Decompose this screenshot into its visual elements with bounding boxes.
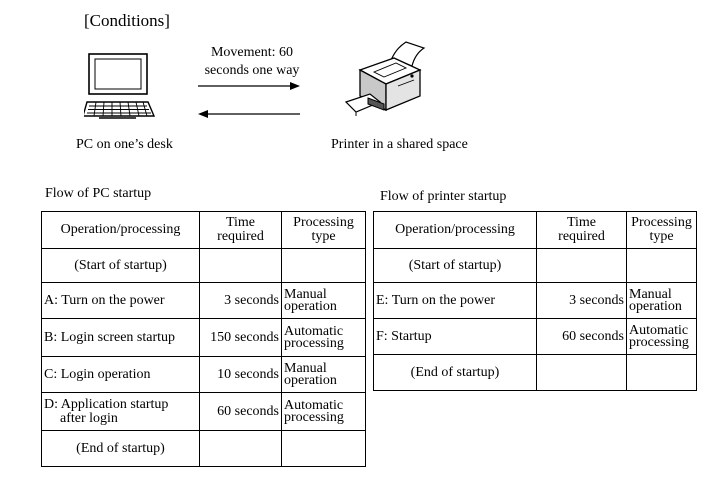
type-line-1: Manual bbox=[284, 286, 327, 302]
time-cell bbox=[199, 430, 282, 467]
time-cell: 3 seconds bbox=[199, 282, 282, 319]
header-operation: Operation/processing bbox=[373, 211, 537, 249]
type-cell: Manual operation bbox=[281, 282, 366, 319]
header-time-line-2: required bbox=[217, 229, 264, 244]
operation-cell: A: Turn on the power bbox=[41, 282, 200, 319]
pc-icon bbox=[84, 53, 156, 119]
type-line-1: Automatic bbox=[284, 397, 344, 413]
pc-table-title: Flow of PC startup bbox=[45, 186, 152, 201]
type-line-2: processing bbox=[629, 334, 689, 350]
table-row: (Start of startup) bbox=[41, 248, 366, 283]
type-cell: Manual operation bbox=[281, 356, 366, 393]
operation-cell: C: Login operation bbox=[41, 356, 200, 393]
operation-cell: (End of startup) bbox=[41, 430, 200, 467]
conditions-heading: [Conditions] bbox=[84, 11, 170, 30]
header-time: Time required bbox=[199, 211, 282, 249]
movement-note: Movement: 60 seconds one way bbox=[198, 44, 306, 80]
time-cell: 150 seconds bbox=[199, 318, 282, 357]
operation-cell: F: Startup bbox=[373, 318, 537, 355]
operation-cell: B: Login screen startup bbox=[41, 318, 200, 357]
type-cell bbox=[626, 354, 697, 391]
type-cell bbox=[626, 248, 697, 283]
arrow-right-icon bbox=[290, 82, 300, 90]
time-cell bbox=[199, 248, 282, 283]
header-time-line-1: Time bbox=[566, 215, 597, 230]
type-line-1: Manual bbox=[284, 360, 327, 376]
type-line-1: Automatic bbox=[284, 323, 344, 339]
header-type-line-1: Processing bbox=[631, 215, 692, 230]
header-time-line-2: required bbox=[558, 229, 605, 244]
type-cell: Automatic processing bbox=[281, 392, 366, 431]
type-cell: Automatic processing bbox=[281, 318, 366, 357]
printer-table-title: Flow of printer startup bbox=[380, 189, 507, 204]
operation-cell: (Start of startup) bbox=[41, 248, 200, 283]
operation-cell: E: Turn on the power bbox=[373, 282, 537, 319]
pc-startup-table: Operation/processing Time required Proce… bbox=[41, 211, 366, 467]
table-row: E: Turn on the power 3 seconds Manual op… bbox=[373, 282, 697, 319]
time-cell bbox=[536, 354, 627, 391]
arrow-left-icon bbox=[198, 110, 208, 118]
type-line-2: operation bbox=[629, 298, 682, 314]
header-type: Processing type bbox=[626, 211, 697, 249]
table-row: C: Login operation 10 seconds Manual ope… bbox=[41, 356, 366, 393]
table-row: (End of startup) bbox=[41, 430, 366, 467]
header-operation: Operation/processing bbox=[41, 211, 200, 249]
table-row: (Start of startup) bbox=[373, 248, 697, 283]
operation-cell: D: Application startup after login bbox=[41, 392, 200, 431]
type-cell: Manual operation bbox=[626, 282, 697, 319]
table-row: B: Login screen startup 150 seconds Auto… bbox=[41, 318, 366, 357]
header-time-line-1: Time bbox=[225, 215, 256, 230]
operation-line-1: D: Application startup bbox=[44, 396, 169, 412]
header-time: Time required bbox=[536, 211, 627, 249]
header-type-line-1: Processing bbox=[293, 215, 354, 230]
printer-caption: Printer in a shared space bbox=[331, 137, 468, 152]
type-line-2: operation bbox=[284, 298, 337, 314]
type-cell bbox=[281, 248, 366, 283]
header-type-line-2: type bbox=[311, 229, 336, 244]
type-cell: Automatic processing bbox=[626, 318, 697, 355]
header-type: Processing type bbox=[281, 211, 366, 249]
type-line-2: operation bbox=[284, 372, 337, 388]
printer-startup-table: Operation/processing Time required Proce… bbox=[373, 211, 697, 391]
table-row: D: Application startup after login 60 se… bbox=[41, 392, 366, 431]
table-header-row: Operation/processing Time required Proce… bbox=[41, 211, 366, 249]
table-row: F: Startup 60 seconds Automatic processi… bbox=[373, 318, 697, 355]
operation-line-2: after login bbox=[60, 410, 118, 426]
movement-arrows bbox=[198, 82, 300, 118]
type-line-1: Manual bbox=[629, 286, 672, 302]
operation-cell: (Start of startup) bbox=[373, 248, 537, 283]
table-header-row: Operation/processing Time required Proce… bbox=[373, 211, 697, 249]
time-cell bbox=[536, 248, 627, 283]
table-row: A: Turn on the power 3 seconds Manual op… bbox=[41, 282, 366, 319]
time-cell: 60 seconds bbox=[199, 392, 282, 431]
operation-cell: (End of startup) bbox=[373, 354, 537, 391]
type-line-2: processing bbox=[284, 335, 344, 351]
time-cell: 60 seconds bbox=[536, 318, 627, 355]
type-line-2: processing bbox=[284, 409, 344, 425]
time-cell: 3 seconds bbox=[536, 282, 627, 319]
type-line-1: Automatic bbox=[629, 322, 689, 338]
printer-icon bbox=[344, 41, 426, 116]
time-cell: 10 seconds bbox=[199, 356, 282, 393]
type-cell bbox=[281, 430, 366, 467]
movement-line-2: seconds one way bbox=[204, 63, 300, 78]
table-row: (End of startup) bbox=[373, 354, 697, 391]
movement-line-1: Movement: 60 bbox=[210, 45, 294, 60]
pc-caption: PC on one’s desk bbox=[76, 137, 173, 152]
header-type-line-2: type bbox=[649, 229, 674, 244]
